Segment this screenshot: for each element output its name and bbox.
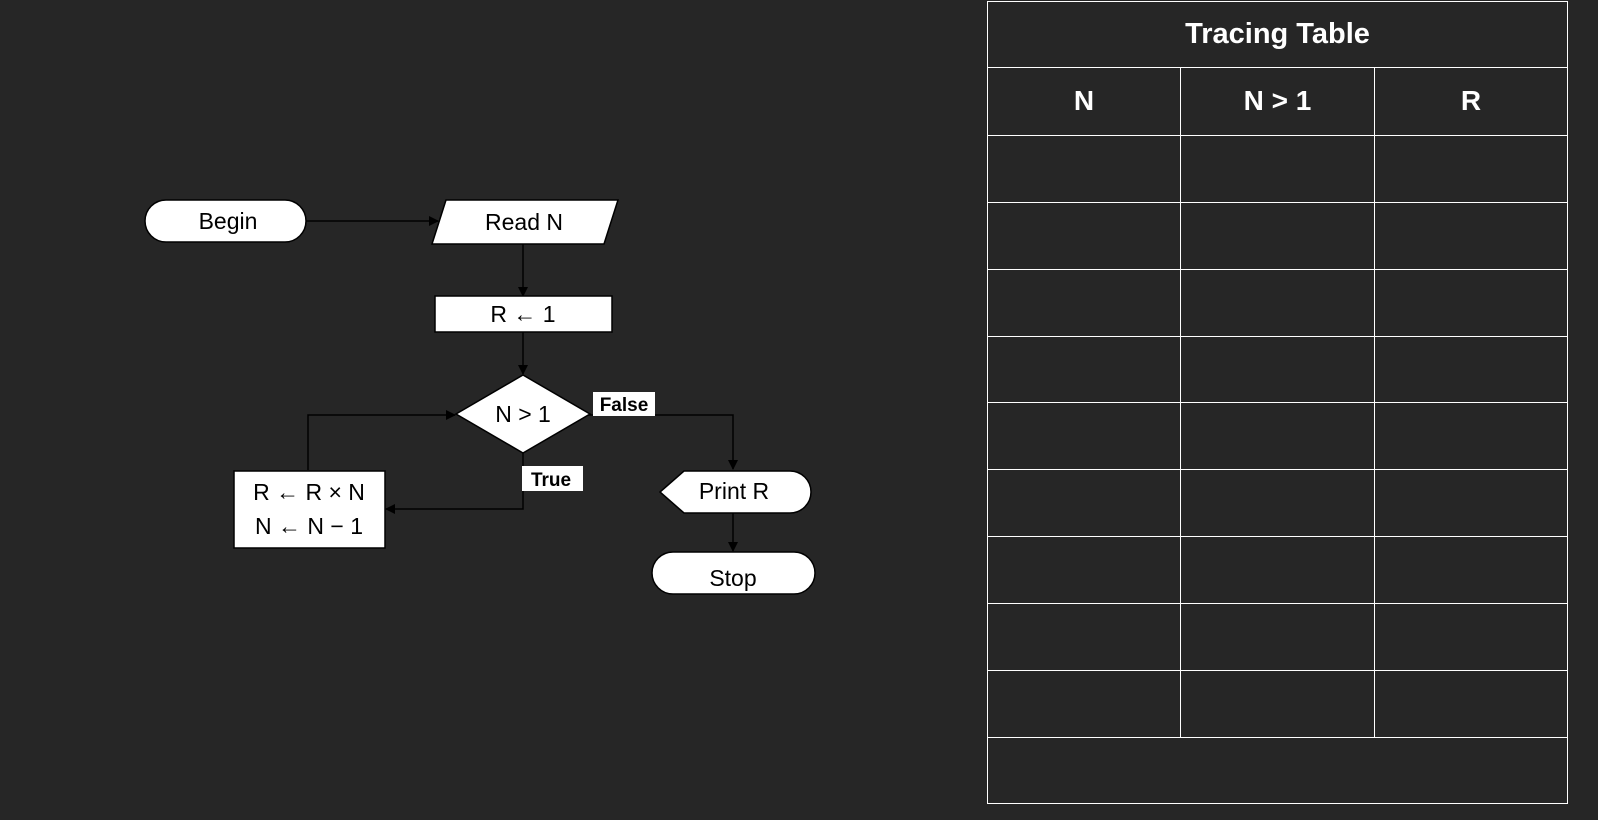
table-cell[interactable] <box>1180 536 1375 605</box>
decision-shape <box>454 374 592 454</box>
table-cell[interactable] <box>1373 670 1569 738</box>
begin-terminator-shape <box>144 199 307 243</box>
stop-label: Stop <box>709 565 756 591</box>
decision-label: N > 1 <box>495 401 551 427</box>
table-title: Tracing Table <box>986 1 1569 68</box>
true-label-background <box>522 466 583 491</box>
table-header-row: N N > 1 R <box>987 66 1569 136</box>
true-branch-label: True <box>522 466 583 491</box>
table-cell[interactable] <box>1180 201 1375 270</box>
table-cell[interactable] <box>1373 268 1569 337</box>
table-cell[interactable] <box>1180 603 1375 672</box>
table-cell[interactable] <box>1180 670 1375 738</box>
read-node: Read N <box>430 199 620 245</box>
loop-body-node: R ← R × N N ← N − 1 <box>233 470 386 549</box>
arrow-decision-false-to-print <box>588 414 738 470</box>
table-cell[interactable] <box>1373 335 1569 404</box>
table-cell[interactable] <box>1373 469 1569 538</box>
table-cell[interactable] <box>987 268 1181 337</box>
table-row <box>987 469 1569 538</box>
table-cell[interactable] <box>987 603 1181 672</box>
table-cell[interactable] <box>987 402 1181 471</box>
loop-body-process-shape <box>233 470 386 549</box>
column-header-n: N <box>987 66 1181 136</box>
false-label: False <box>600 395 649 416</box>
table-cell[interactable] <box>1180 402 1375 471</box>
false-branch-label: False <box>593 392 655 416</box>
table-cell[interactable] <box>1373 603 1569 672</box>
init-label: R ← 1 <box>490 301 555 327</box>
flowchart: Begin Read N R ← 1 N > 1 False True <box>144 199 816 595</box>
table-cell[interactable] <box>1373 134 1569 203</box>
column-header-n-greater-1: N > 1 <box>1180 66 1375 136</box>
stop-terminator-shape <box>651 551 816 595</box>
print-label: Print R <box>699 478 769 504</box>
true-label: True <box>531 470 571 491</box>
arrow-decision-true-to-loop-body <box>385 453 524 514</box>
table-row <box>987 335 1569 404</box>
read-input-shape <box>430 199 620 245</box>
table-title-row: Tracing Table <box>986 1 1569 68</box>
tracing-table: Tracing Table N N > 1 R <box>986 1 1569 805</box>
table-footer-row <box>986 736 1569 805</box>
table-row <box>987 134 1569 203</box>
print-display-shape <box>658 470 812 514</box>
table-cell[interactable] <box>1373 402 1569 471</box>
table-cell[interactable] <box>1373 201 1569 270</box>
table-cell[interactable] <box>1180 134 1375 203</box>
table-footer-cell[interactable] <box>986 736 1569 805</box>
table-cell[interactable] <box>987 201 1181 270</box>
table-cell[interactable] <box>987 536 1181 605</box>
begin-label: Begin <box>199 208 258 234</box>
init-process-shape <box>434 295 613 333</box>
table-row <box>987 402 1569 471</box>
table-cell[interactable] <box>987 670 1181 738</box>
stop-node: Stop <box>651 551 816 595</box>
loop-body-line1: R ← R × N <box>253 479 365 505</box>
table-cell[interactable] <box>1180 335 1375 404</box>
table-cell[interactable] <box>1180 469 1375 538</box>
loop-body-line2: N ← N − 1 <box>255 513 363 539</box>
table-row <box>987 670 1569 738</box>
table-cell[interactable] <box>1373 536 1569 605</box>
table-cell[interactable] <box>987 469 1181 538</box>
table-row <box>987 603 1569 672</box>
begin-node: Begin <box>144 199 307 243</box>
decision-node: N > 1 <box>454 374 592 454</box>
table-cell[interactable] <box>987 335 1181 404</box>
column-header-r: R <box>1373 66 1569 136</box>
arrow-loop-back-to-decision <box>307 410 456 470</box>
table-row <box>987 201 1569 270</box>
table-cell[interactable] <box>987 134 1181 203</box>
print-node: Print R <box>658 470 812 514</box>
table-row <box>987 536 1569 605</box>
table-cell[interactable] <box>1180 268 1375 337</box>
read-label: Read N <box>485 209 563 235</box>
init-node: R ← 1 <box>434 295 613 333</box>
table-row <box>987 268 1569 337</box>
false-label-background <box>593 392 655 416</box>
